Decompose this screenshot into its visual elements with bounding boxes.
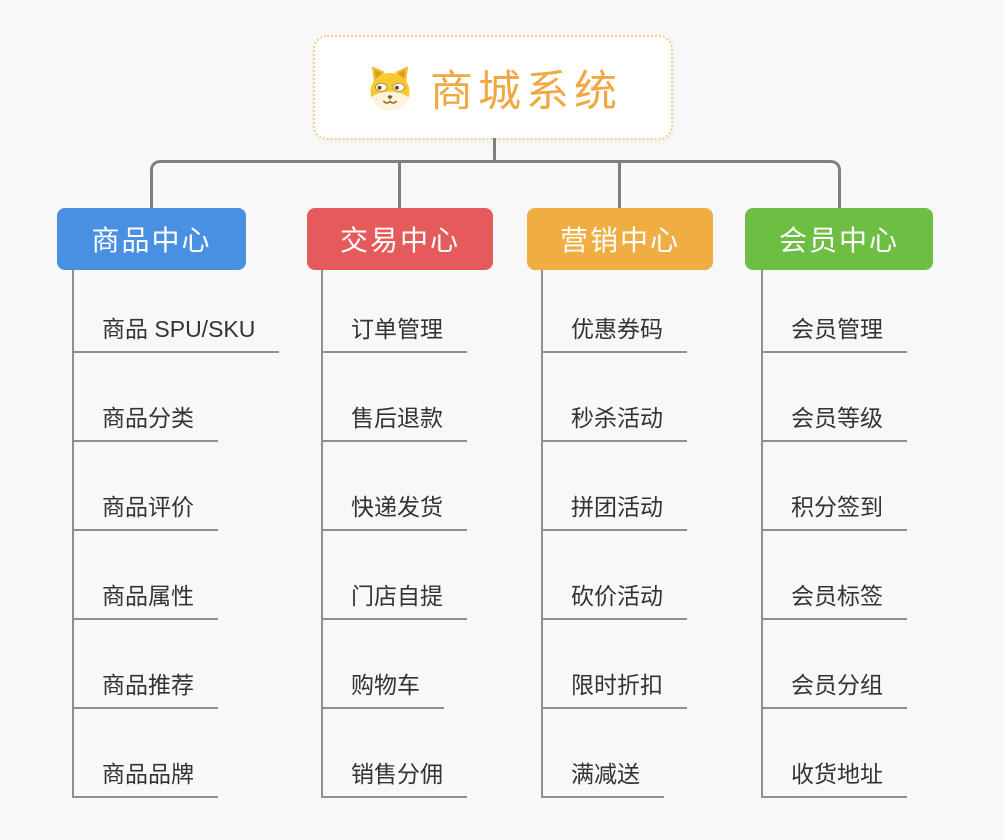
root-node-mall-system[interactable]: 商城系统 [313, 35, 673, 140]
leaf-node[interactable]: 商品评价 [72, 488, 218, 531]
leaf-node[interactable]: 会员管理 [761, 310, 907, 353]
leaf-node[interactable]: 拼团活动 [541, 488, 687, 531]
branch-label: 营销中心 [559, 225, 680, 256]
connector-root-stub [493, 138, 496, 162]
root-node-title: 商城系统 [430, 67, 622, 116]
leaf-node[interactable]: 秒杀活动 [541, 399, 687, 442]
leaf-node[interactable]: 商品属性 [72, 577, 218, 620]
leaf-node[interactable]: 会员等级 [761, 399, 907, 442]
branch-node-member-center[interactable]: 会员中心 [745, 208, 933, 270]
leaf-node[interactable]: 会员标签 [761, 577, 907, 620]
branch-label: 会员中心 [778, 225, 899, 256]
branch-children-product: 商品 SPU/SKU 商品分类 商品评价 商品属性 商品推荐 商品品牌 [72, 264, 280, 798]
leaf-node[interactable]: 商品 SPU/SKU [72, 310, 280, 353]
branch-label: 商品中心 [91, 225, 212, 256]
leaf-node[interactable]: 满减送 [541, 755, 664, 798]
connector-stub-trade [398, 162, 401, 208]
leaf-node[interactable]: 砍价活动 [541, 577, 687, 620]
leaf-node[interactable]: 销售分佣 [321, 755, 467, 798]
leaf-node[interactable]: 售后退款 [321, 399, 467, 442]
leaf-node[interactable]: 快递发货 [321, 488, 467, 531]
leaf-node[interactable]: 限时折扣 [541, 666, 687, 709]
branch-node-marketing-center[interactable]: 营销中心 [527, 208, 713, 270]
connector-trunk-member [761, 270, 763, 798]
leaf-node[interactable]: 会员分组 [761, 666, 907, 709]
branch-children-marketing: 优惠券码 秒杀活动 拼团活动 砍价活动 限时折扣 满减送 [541, 264, 687, 798]
leaf-node[interactable]: 商品分类 [72, 399, 218, 442]
leaf-node[interactable]: 积分签到 [761, 488, 907, 531]
leaf-node[interactable]: 商品推荐 [72, 666, 218, 709]
branch-node-trade-center[interactable]: 交易中心 [307, 208, 493, 270]
connector-stub-marketing [618, 162, 621, 208]
leaf-node[interactable]: 收货地址 [761, 755, 907, 798]
branch-children-trade: 订单管理 售后退款 快递发货 门店自提 购物车 销售分佣 [321, 264, 467, 798]
leaf-node[interactable]: 门店自提 [321, 577, 467, 620]
branch-children-member: 会员管理 会员等级 积分签到 会员标签 会员分组 收货地址 [761, 264, 907, 798]
branch-label: 交易中心 [339, 225, 460, 256]
connector-trunk-marketing [541, 270, 543, 798]
leaf-node[interactable]: 商品品牌 [72, 755, 218, 798]
leaf-node[interactable]: 购物车 [321, 666, 444, 709]
connector-trunk-product [72, 270, 74, 798]
dog-face-icon [370, 65, 410, 110]
connector-trunk-trade [321, 270, 323, 798]
leaf-node[interactable]: 订单管理 [321, 310, 467, 353]
leaf-node[interactable]: 优惠券码 [541, 310, 687, 353]
branch-node-product-center[interactable]: 商品中心 [57, 208, 246, 270]
connector-rail [150, 160, 841, 208]
